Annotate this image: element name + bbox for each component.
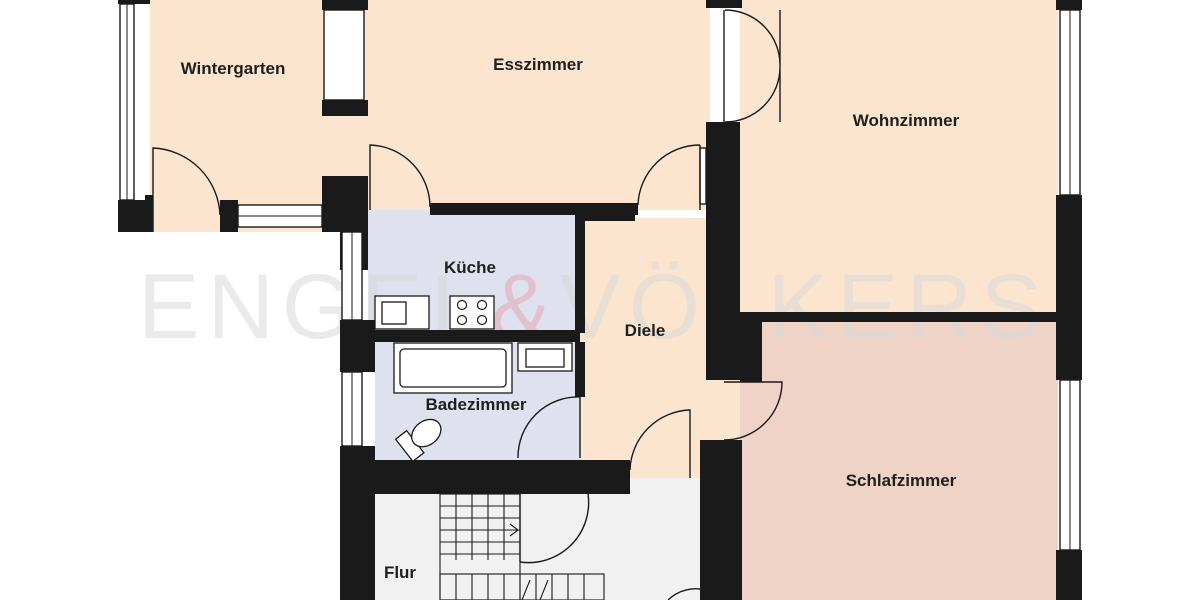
walls: [118, 0, 1082, 600]
svg-text:ENGEL&VÖLKERS: ENGEL&VÖLKERS: [138, 256, 1050, 358]
diele-area: [580, 218, 740, 478]
door-flur-lower: [667, 587, 707, 600]
flur-area: [368, 494, 708, 600]
stove: [449, 295, 495, 330]
label-flur: Flur: [384, 563, 416, 582]
room-labels: Wintergarten Esszimmer Wohnzimmer Küche …: [181, 55, 960, 582]
staircase: [439, 493, 605, 600]
label-kueche: Küche: [444, 258, 496, 277]
fixtures: [374, 295, 573, 463]
label-wohnzimmer: Wohnzimmer: [853, 111, 960, 130]
door-schlafzimmer: [723, 381, 783, 441]
label-diele: Diele: [625, 321, 666, 340]
diele-lower-area: [630, 440, 710, 478]
toilet: [394, 418, 442, 463]
doors: [152, 9, 783, 600]
windows: [119, 3, 1081, 551]
window-diele-east: [699, 147, 707, 205]
door-diele-esszimmer: [637, 144, 701, 210]
door-badezimmer: [517, 396, 581, 459]
wohnzimmer-area: [740, 0, 1058, 312]
door-wintergarten: [152, 147, 221, 232]
door-flur: [629, 409, 691, 478]
label-esszimmer: Esszimmer: [493, 55, 583, 74]
schlafzimmer-area: [740, 322, 1058, 600]
label-wintergarten: Wintergarten: [181, 59, 286, 78]
window-wintergarten-east: [323, 9, 365, 101]
label-badezimmer: Badezimmer: [425, 395, 526, 414]
door-wohnzimmer: [723, 9, 781, 123]
door-kueche: [369, 144, 431, 210]
stair-arrow: [480, 523, 519, 537]
esszimmer-area: [340, 0, 710, 210]
watermark-right: VÖLKERS: [559, 256, 1050, 358]
flur-upper-area: [630, 478, 708, 498]
watermark: ENGEL&VÖLKERS: [138, 256, 1050, 358]
label-schlafzimmer: Schlafzimmer: [846, 471, 957, 490]
